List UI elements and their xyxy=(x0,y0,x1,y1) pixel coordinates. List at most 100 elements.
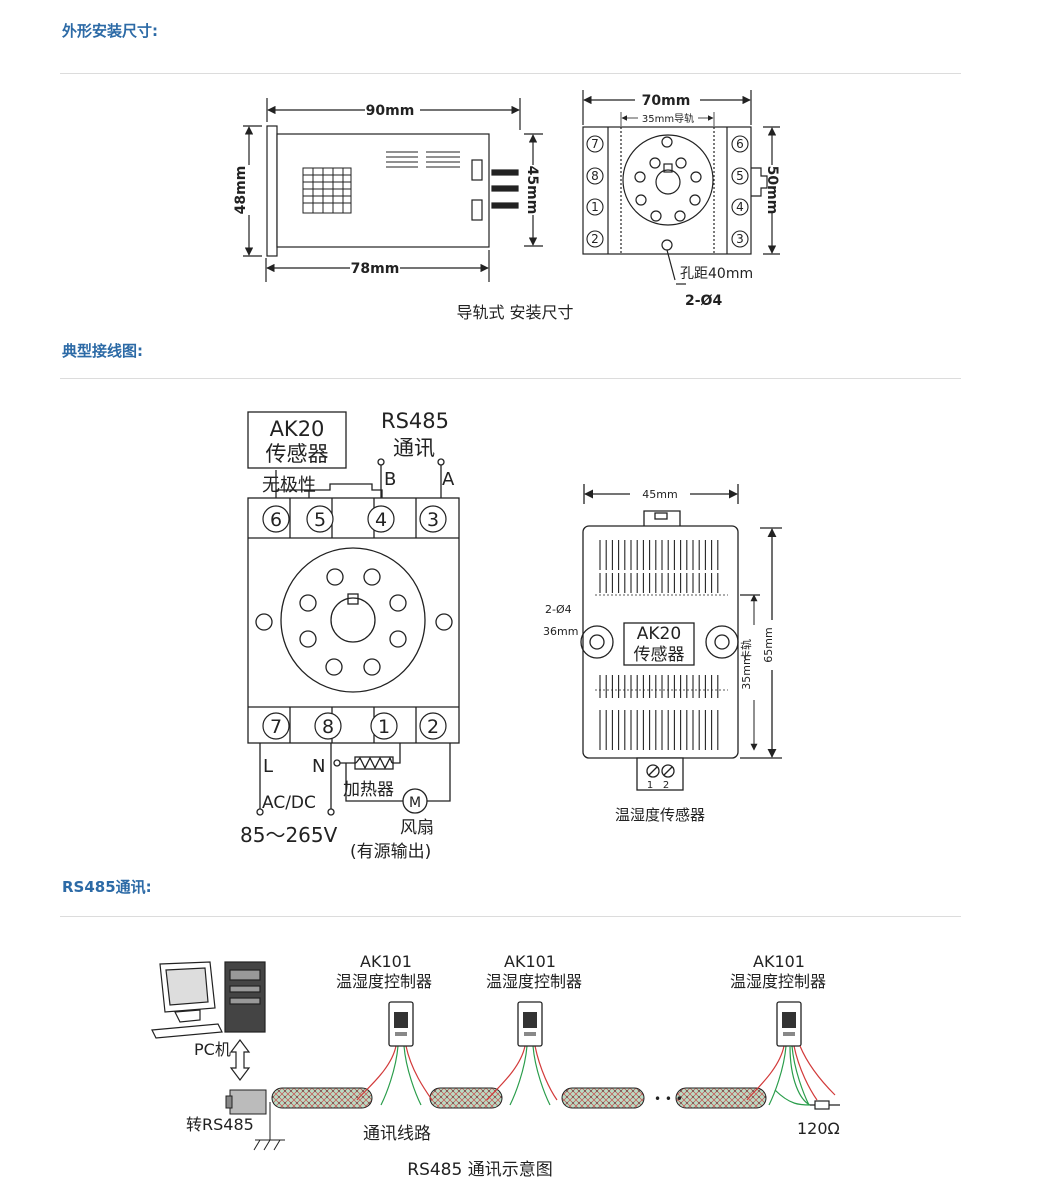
dim-48: 48mm xyxy=(233,166,249,215)
dim-70: 70mm xyxy=(642,93,691,109)
converter-label: 转RS485 xyxy=(186,1115,254,1134)
heater-label: 加热器 xyxy=(343,780,394,800)
fan-label: 风扇 xyxy=(400,818,434,838)
dim-rail-35: 35mm导轨 xyxy=(642,112,694,125)
dim-45: 45mm xyxy=(524,166,540,215)
sensor-terminal-2: 2 xyxy=(663,780,669,791)
dim-50: 50mm xyxy=(764,166,780,215)
rs485-wire-a xyxy=(356,1045,397,1101)
controller-model: AK101 xyxy=(360,952,412,971)
rs485-wire-a xyxy=(534,1045,558,1101)
pc-label: PC机 xyxy=(194,1040,231,1059)
base-terminal: 1 xyxy=(591,200,599,214)
divider xyxy=(60,73,961,74)
relay-base xyxy=(582,126,752,255)
controller-model: AK101 xyxy=(504,952,556,971)
top-terminal: 3 xyxy=(427,509,439,531)
sensor-hole-dia: 2-Ø4 xyxy=(545,603,572,616)
rs485-converter-icon xyxy=(225,1089,285,1151)
base-terminal: 6 xyxy=(736,137,744,151)
wiring-section-title: 典型接线图: xyxy=(62,342,143,360)
bottom-terminal: 1 xyxy=(378,716,390,738)
neutral-n-label: N xyxy=(312,756,325,777)
controller-name: 温湿度控制器 xyxy=(336,972,432,991)
rs485-wire-b xyxy=(403,1045,422,1106)
top-terminal: 6 xyxy=(270,509,282,531)
controller-keypad xyxy=(524,1032,536,1036)
bottom-terminal: 7 xyxy=(270,716,282,738)
fan-note-label: (有源输出) xyxy=(350,842,431,862)
controller-screen xyxy=(394,1012,408,1028)
divider xyxy=(60,916,961,917)
rs485-label: RS485 xyxy=(381,409,449,433)
controller-name: 温湿度控制器 xyxy=(486,972,582,991)
hole-distance: 孔距40mm xyxy=(680,266,753,282)
rs485-caption: RS485 通讯示意图 xyxy=(407,1160,552,1180)
dimensions-section-title: 外形安装尺寸: xyxy=(62,22,158,40)
base-terminal: 5 xyxy=(736,169,744,183)
sensor-terminal-1: 1 xyxy=(647,780,653,791)
rs485-wire-b xyxy=(380,1045,399,1106)
terminal-a-label: A xyxy=(442,469,455,490)
sensor-65-dim: 65mm xyxy=(762,627,775,662)
fan-motor-symbol: M xyxy=(409,795,421,811)
sensor-36-dim: 36mm xyxy=(543,625,578,638)
controller-keypad xyxy=(395,1032,407,1036)
sensor-label-box xyxy=(247,411,347,469)
rs485-wire-b xyxy=(791,1045,810,1106)
sensor-caption: 温湿度传感器 xyxy=(615,806,705,824)
rs485-wire-b xyxy=(509,1045,528,1106)
dim-78: 78mm xyxy=(351,261,400,277)
bottom-terminal: 8 xyxy=(322,716,334,738)
wiring-relay-base xyxy=(247,497,460,744)
terminal-b-label: B xyxy=(384,469,396,490)
sensor-name-line2: 传感器 xyxy=(634,645,685,665)
sensor-terminal-block xyxy=(636,757,684,791)
sensor-rail-label: 卡轨 xyxy=(739,639,753,661)
line-l-label: L xyxy=(263,756,273,777)
continuation-dots: • • • xyxy=(654,1092,683,1106)
base-terminal: 4 xyxy=(736,200,744,214)
updown-arrow-icon xyxy=(229,1039,251,1081)
rs485-wire-b xyxy=(532,1045,551,1106)
base-terminal: 2 xyxy=(591,232,599,246)
rs485-wire-a xyxy=(405,1045,433,1101)
sensor-box-line2: 传感器 xyxy=(266,442,329,466)
rs485-diagram: PC机 转RS485 通讯线路 120Ω • • • RS485 通讯示意图 A… xyxy=(151,952,840,1180)
controller-name: 温湿度控制器 xyxy=(730,972,826,991)
comm-label: 通讯 xyxy=(393,436,435,460)
wiring-diagram: AK20 传感器 RS485 通讯 B A 无极性 L N 加热器 AC/DC … xyxy=(240,409,782,862)
acdc-label: AC/DC xyxy=(262,793,316,813)
voltage-label: 85～265V xyxy=(240,823,338,847)
top-terminal: 4 xyxy=(375,509,387,531)
controller-keypad xyxy=(783,1032,795,1036)
divider xyxy=(60,378,961,379)
rs485-wire-a xyxy=(486,1045,526,1101)
sensor-width-dim: 45mm xyxy=(642,488,677,501)
comm-cable xyxy=(271,1087,767,1109)
nonpolar-label: 无极性 xyxy=(262,475,316,496)
comm-line-label: 通讯线路 xyxy=(363,1124,431,1144)
panel-flange xyxy=(266,125,278,257)
sensor-box-line1: AK20 xyxy=(270,417,325,441)
controller-screen xyxy=(782,1012,796,1028)
dim-90: 90mm xyxy=(366,103,415,119)
pc-icon xyxy=(151,961,266,1039)
base-terminal: 8 xyxy=(591,169,599,183)
dimension-drawing: 90mm 78mm 70mm 48mm 45mm 50mm 2-Ø4 35mm导… xyxy=(233,90,780,322)
rs485-wire-a xyxy=(793,1045,818,1101)
rs485-wire-a xyxy=(746,1045,785,1101)
top-terminal: 5 xyxy=(314,509,326,531)
dimensions-caption: 导轨式 安装尺寸 xyxy=(456,303,573,322)
rs485-section-title: RS485通讯: xyxy=(62,878,152,896)
terminator-resistor-label: 120Ω xyxy=(797,1119,840,1138)
controller-body xyxy=(276,133,490,248)
sensor-name-line1: AK20 xyxy=(637,624,681,644)
bottom-terminal: 2 xyxy=(427,716,439,738)
controller-model: AK101 xyxy=(753,952,805,971)
base-terminal: 7 xyxy=(591,137,599,151)
base-terminal: 3 xyxy=(736,232,744,246)
hole-diameter: 2-Ø4 xyxy=(685,293,722,309)
controller-screen xyxy=(523,1012,537,1028)
rs485-wire-b xyxy=(768,1045,787,1106)
